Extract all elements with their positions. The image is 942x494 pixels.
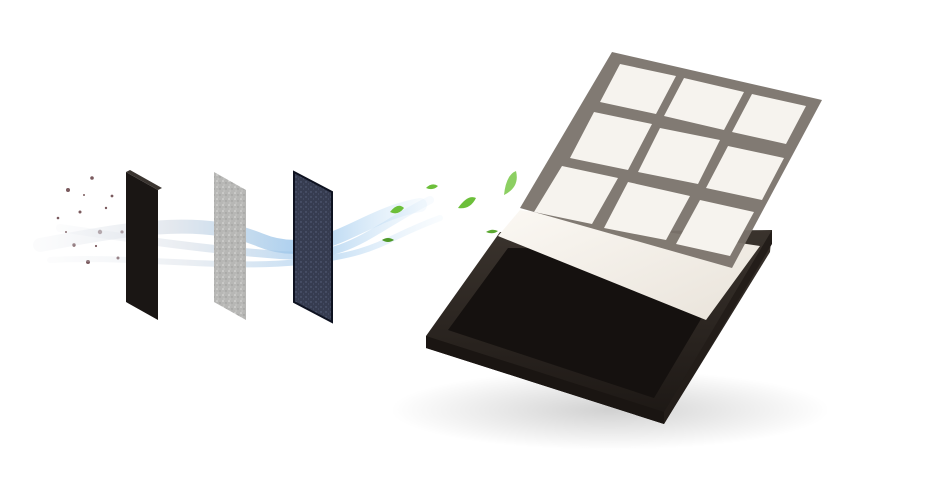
- activated-carbon-layer: [126, 172, 158, 320]
- leaf-icon: [390, 205, 404, 214]
- nano-mesh-layer: [293, 170, 333, 324]
- filter-frame: [520, 52, 822, 268]
- leaf-icon: [486, 229, 498, 234]
- fine-mesh-layer: [214, 172, 246, 320]
- activated-carbon-layer-edge: [126, 170, 162, 190]
- leaves: [382, 171, 517, 242]
- leaf-icon: [426, 184, 438, 190]
- leaf-icon: [458, 197, 476, 209]
- leaf-icon: [504, 171, 517, 195]
- dust-particles: [56, 176, 124, 264]
- leaf-icon: [382, 238, 394, 242]
- tray-shadow: [390, 370, 830, 450]
